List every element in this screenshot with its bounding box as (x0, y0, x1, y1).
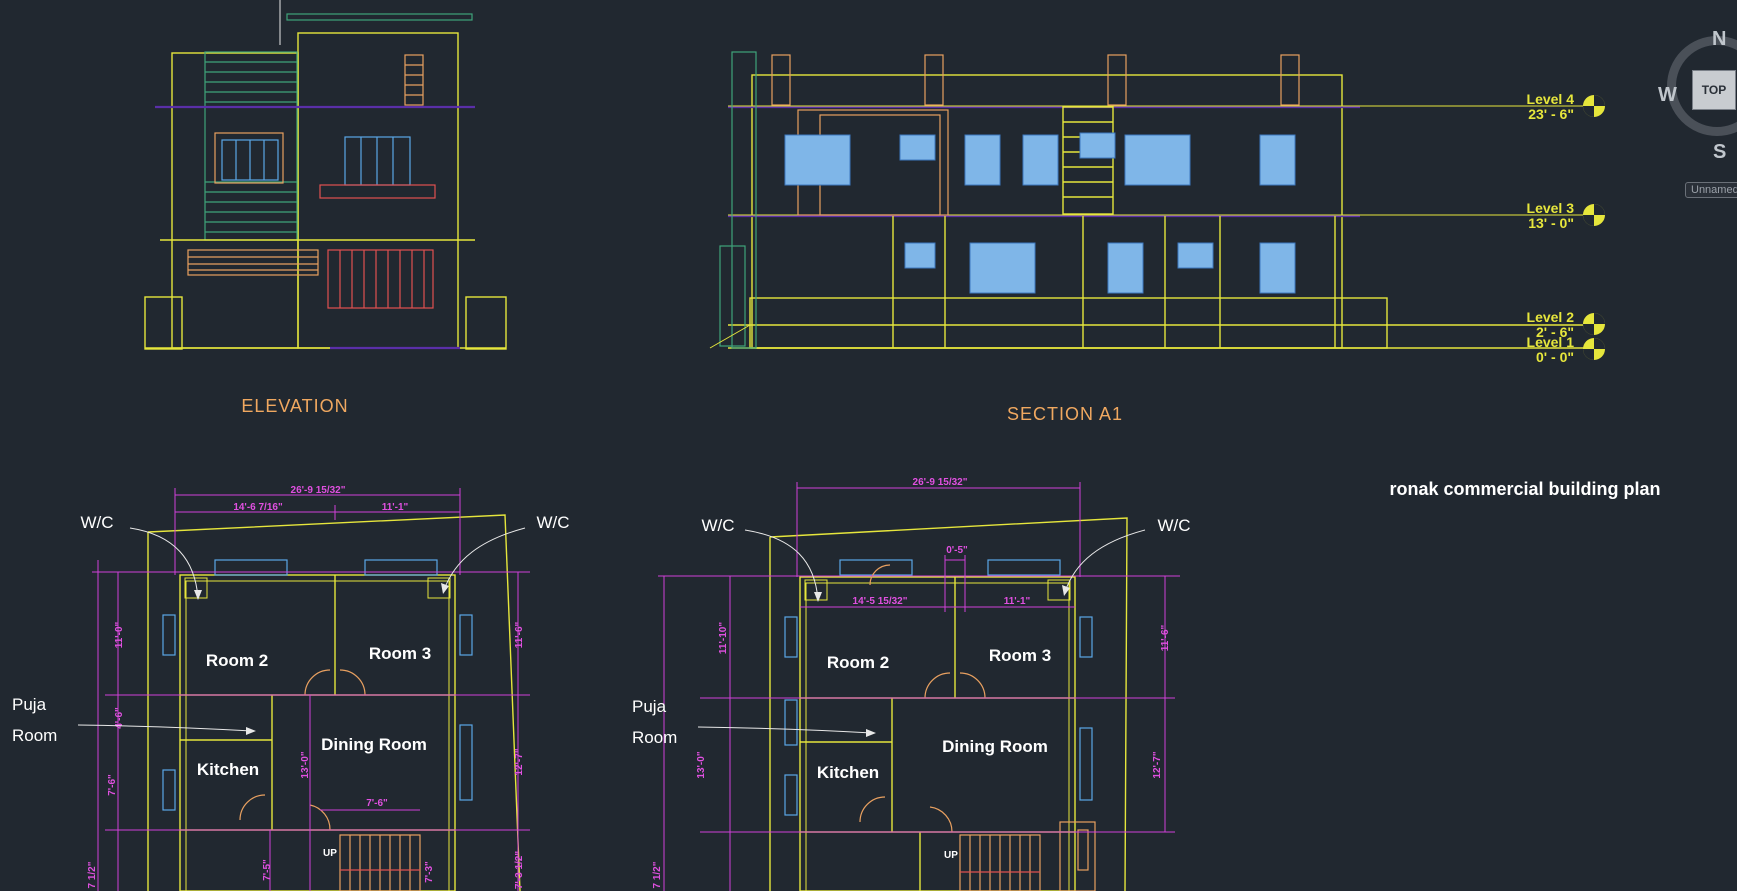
wc-annotation-left-2: W/C (536, 513, 569, 532)
puja-annotation-left-2: Room (12, 726, 57, 745)
section-title: SECTION A1 (1007, 404, 1123, 424)
viewcube[interactable]: N W S TOP Unnamed (1655, 28, 1737, 205)
dim-small-right: 0'-5" (946, 545, 968, 556)
viewcube-top-face[interactable]: TOP (1692, 70, 1736, 110)
stair-up-label-right: UP (944, 850, 958, 861)
level-4-marker[interactable] (1583, 95, 1605, 117)
room2-label-left: Room 2 (206, 651, 268, 670)
dim-right-room-right: 11'-1" (1004, 596, 1031, 607)
puja-annotation-left-1: Puja (12, 695, 47, 714)
dim-v2-left: 4'-6" (114, 707, 125, 729)
dim-r3-left: 7'-3 1/2" (514, 851, 525, 890)
dim-r2-right: 12'-7" (1152, 751, 1163, 778)
level-2-name: Level 2 (1527, 309, 1575, 325)
dim-left-room-left: 14'-6 7/16" (233, 502, 283, 513)
level-3-height: 13' - 0" (1528, 215, 1574, 231)
dim-v3-left: 7'-6" (107, 774, 118, 796)
compass-south[interactable]: S (1713, 141, 1727, 163)
wc-annotation-right-1: W/C (701, 516, 734, 535)
compass-west[interactable]: W (1658, 84, 1677, 106)
dim-v7-left: 7'-3" (424, 861, 435, 883)
dim-v1-left: 11'-0" (114, 621, 125, 648)
stair-up-label-left: UP (323, 848, 337, 859)
level-1-marker[interactable] (1583, 338, 1605, 360)
level-4-height: 23' - 6" (1528, 106, 1574, 122)
level-2-marker[interactable] (1583, 313, 1605, 335)
wc-annotation-right-2: W/C (1157, 516, 1190, 535)
dim-bottom-left: 7 1/2" (87, 861, 98, 888)
level-2-height: 2' - 6" (1536, 324, 1574, 340)
dim-overall-right: 26'-9 15/32" (913, 477, 968, 488)
dining-label-right: Dining Room (942, 737, 1048, 756)
level-4-name: Level 4 (1527, 91, 1575, 107)
dim-overall-left: 26'-9 15/32" (291, 485, 346, 496)
kitchen-label-right: Kitchen (817, 763, 879, 782)
dim-bottom-right: 7 1/2" (652, 861, 663, 888)
dim-right-room-left: 11'-1" (382, 502, 409, 513)
room2-label-right: Room 2 (827, 653, 889, 672)
dining-label-left: Dining Room (321, 735, 427, 754)
level-markers: Level 4 23' - 6" Level 3 13' - 0" Level … (1527, 91, 1605, 365)
wc-annotation-left-1: W/C (80, 513, 113, 532)
dim-v4-left: 13'-0" (300, 751, 311, 778)
dim-r1-left: 11'-6" (514, 621, 525, 648)
project-title: ronak commercial building plan (1389, 479, 1660, 499)
floor-plan-right: 26'-9 15/32" 0'-5" 14'-5 15/32" 11'-1" 1… (632, 477, 1191, 891)
level-3-name: Level 3 (1527, 200, 1575, 216)
floor-plan-left: 26'-9 15/32" 14'-6 7/16" 11'-1" 11'-0" 4… (12, 485, 570, 891)
room3-label-right: Room 3 (989, 646, 1051, 665)
dim-r1-right: 11'-6" (1160, 624, 1171, 651)
elevation-title: ELEVATION (241, 396, 348, 416)
puja-annotation-right-1: Puja (632, 697, 667, 716)
dim-v2-right: 13'-0" (696, 751, 707, 778)
compass-ring[interactable] (1667, 36, 1737, 136)
ucs-menu-button[interactable]: Unnamed (1685, 182, 1737, 198)
level-3-marker[interactable] (1583, 204, 1605, 226)
kitchen-label-left: Kitchen (197, 760, 259, 779)
level-1-name: Level 1 (1527, 334, 1575, 350)
dim-v5-left: 7'-6" (366, 798, 388, 809)
dim-v1-right: 11'-10" (718, 622, 729, 654)
level-1-height: 0' - 0" (1536, 349, 1574, 365)
section-drawing (709, 51, 1600, 349)
elevation-drawing (144, 0, 507, 350)
puja-annotation-right-2: Room (632, 728, 677, 747)
room3-label-left: Room 3 (369, 644, 431, 663)
compass-north[interactable]: N (1712, 28, 1727, 50)
dim-left-room-right: 14'-5 15/32" (853, 596, 908, 607)
dim-v6-left: 7'-5" (262, 859, 273, 881)
dim-r2-left: 12'-7" (514, 748, 525, 775)
